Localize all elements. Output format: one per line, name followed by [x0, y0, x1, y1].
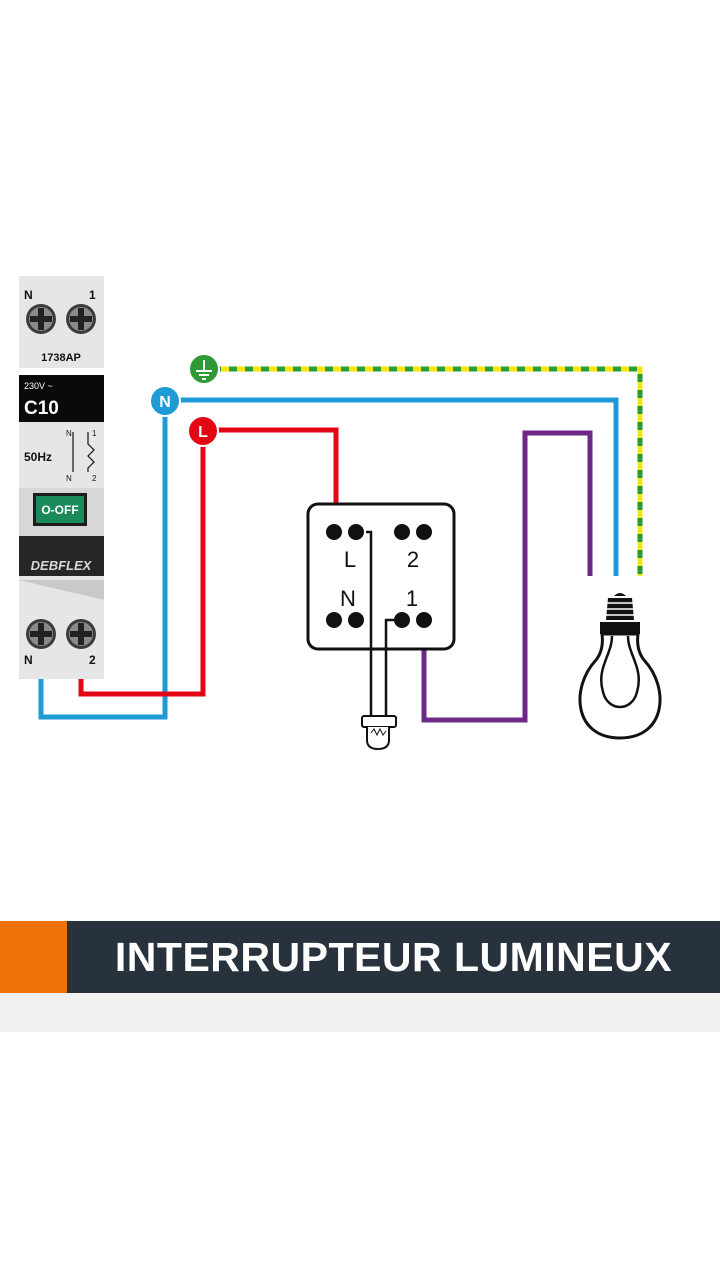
- switch-terminal-n: N: [340, 586, 356, 611]
- title-band: INTERRUPTEUR LUMINEUX: [0, 921, 720, 993]
- breaker-symbol: N 1 N 2: [66, 429, 97, 483]
- light-bulb-icon: [578, 593, 662, 740]
- breaker-voltage: 230V ~: [24, 381, 53, 391]
- page-title: INTERRUPTEUR LUMINEUX: [114, 934, 673, 980]
- phase-wire-switch: [203, 427, 339, 531]
- phase-badge-label: L: [198, 424, 208, 441]
- neutral-badge-label: N: [159, 394, 171, 411]
- screw-icon: [26, 619, 56, 649]
- breaker-rating: C10: [24, 398, 59, 419]
- switch-terminal-2: 2: [407, 547, 419, 572]
- neutral-wire-breaker: [38, 401, 168, 720]
- breaker-frequency: 50Hz: [24, 450, 52, 464]
- screw-icon: [66, 304, 96, 334]
- title-accent: [0, 921, 67, 993]
- wiring-diagram: N 1 1738AP 230V ~ C10 50Hz N 1 N 2 O-OFF…: [19, 276, 662, 751]
- earth-ground-icon: [188, 353, 220, 385]
- breaker-model: 1738AP: [41, 352, 81, 364]
- svg-text:1: 1: [92, 429, 97, 438]
- svg-text:2: 2: [92, 474, 97, 483]
- screw-icon: [26, 304, 56, 334]
- breaker-top-terminal-1: 1: [89, 288, 96, 302]
- switch-terminal-l: L: [344, 547, 356, 572]
- breaker-label-panel: [19, 375, 104, 422]
- screw-icon: [66, 619, 96, 649]
- breaker-top-terminal-n: N: [24, 288, 33, 302]
- lamp-return-wire: [421, 430, 593, 723]
- breaker-brand: DEBFLEX: [31, 558, 93, 573]
- switch-terminal-1: 1: [406, 586, 418, 611]
- breaker-bottom-terminal-2: 2: [89, 653, 96, 667]
- earth-wire-stripe: [205, 366, 643, 576]
- svg-text:N: N: [66, 429, 72, 438]
- phase-badge: L: [187, 415, 219, 447]
- svg-text:N: N: [66, 474, 72, 483]
- phase-wire-breaker: [78, 431, 206, 697]
- footer-strip: [0, 993, 720, 1032]
- neutral-badge: N: [149, 385, 181, 417]
- neutral-wire-lamp: [165, 397, 619, 576]
- breaker-toggle-face: [36, 496, 84, 523]
- indicator-lamp-icon: [361, 715, 397, 751]
- breaker-bottom-terminal-n: N: [24, 653, 33, 667]
- light-switch: L 2 N 1: [306, 502, 456, 718]
- circuit-breaker: N 1 1738AP 230V ~ C10 50Hz N 1 N 2 O-OFF…: [19, 276, 104, 679]
- breaker-brand-band: [19, 536, 104, 576]
- switch-body: [306, 502, 456, 651]
- breaker-toggle-label: O-OFF: [41, 503, 78, 517]
